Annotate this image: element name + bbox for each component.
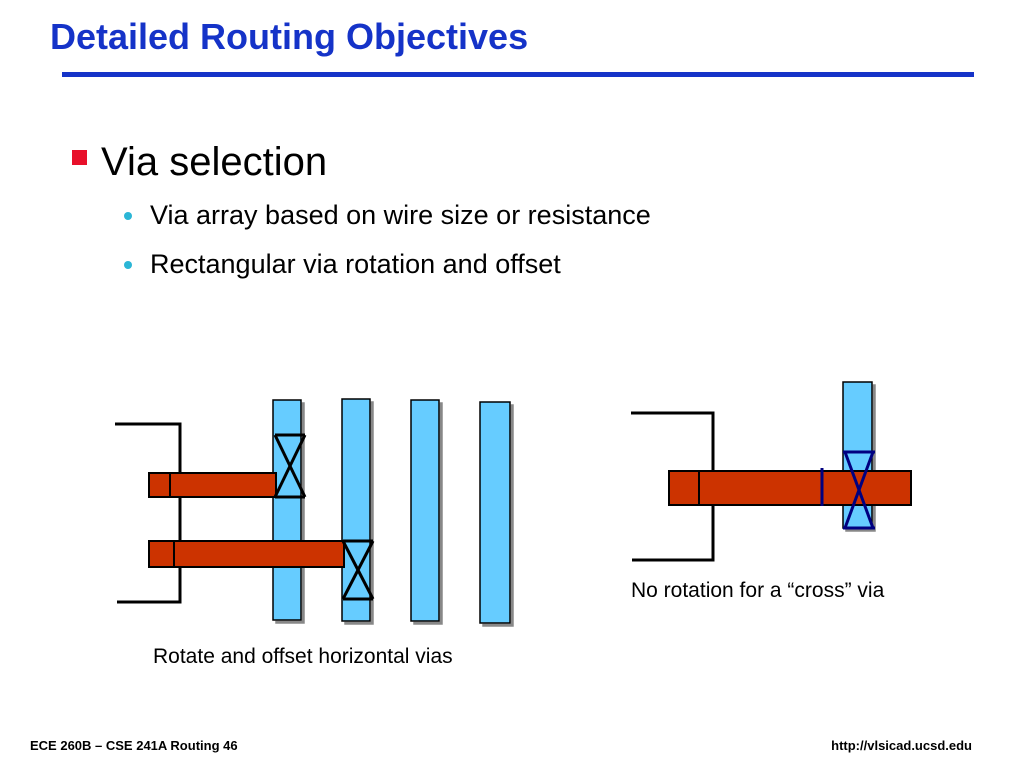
cross-via-icon (843, 450, 875, 530)
caption-right: No rotation for a “cross” via (631, 579, 885, 602)
via-icon (273, 433, 307, 499)
vertical-wire (410, 399, 440, 622)
sub-bullet-text: Via array based on wire size or resistan… (150, 200, 651, 230)
sub-bullet-dot-icon (124, 211, 132, 220)
sub-bullet-2: Rectangular via rotation and offset (124, 249, 561, 280)
vertical-wire (479, 401, 511, 624)
pin-bracket-left (115, 422, 182, 604)
slide-title: Detailed Routing Objectives (50, 16, 529, 57)
sub-bullet-text: Rectangular via rotation and offset (150, 249, 561, 279)
title-underline (62, 72, 974, 77)
footer-url: http://vlsicad.ucsd.edu (831, 738, 972, 753)
horizontal-wire (148, 540, 345, 568)
horizontal-wire (668, 470, 912, 506)
via-icon (341, 539, 375, 601)
sub-bullet-1: Via array based on wire size or resistan… (124, 200, 651, 231)
main-bullet: Via selection (72, 138, 327, 186)
main-bullet-text: Via selection (101, 140, 328, 184)
sub-bullet-dot-icon (124, 260, 132, 269)
vertical-wire (272, 399, 302, 621)
caption-left: Rotate and offset horizontal vias (153, 645, 453, 668)
horizontal-wire (148, 472, 277, 498)
bullet-square-icon (72, 150, 87, 165)
footer-course: ECE 260B – CSE 241A Routing 46 (30, 738, 238, 753)
